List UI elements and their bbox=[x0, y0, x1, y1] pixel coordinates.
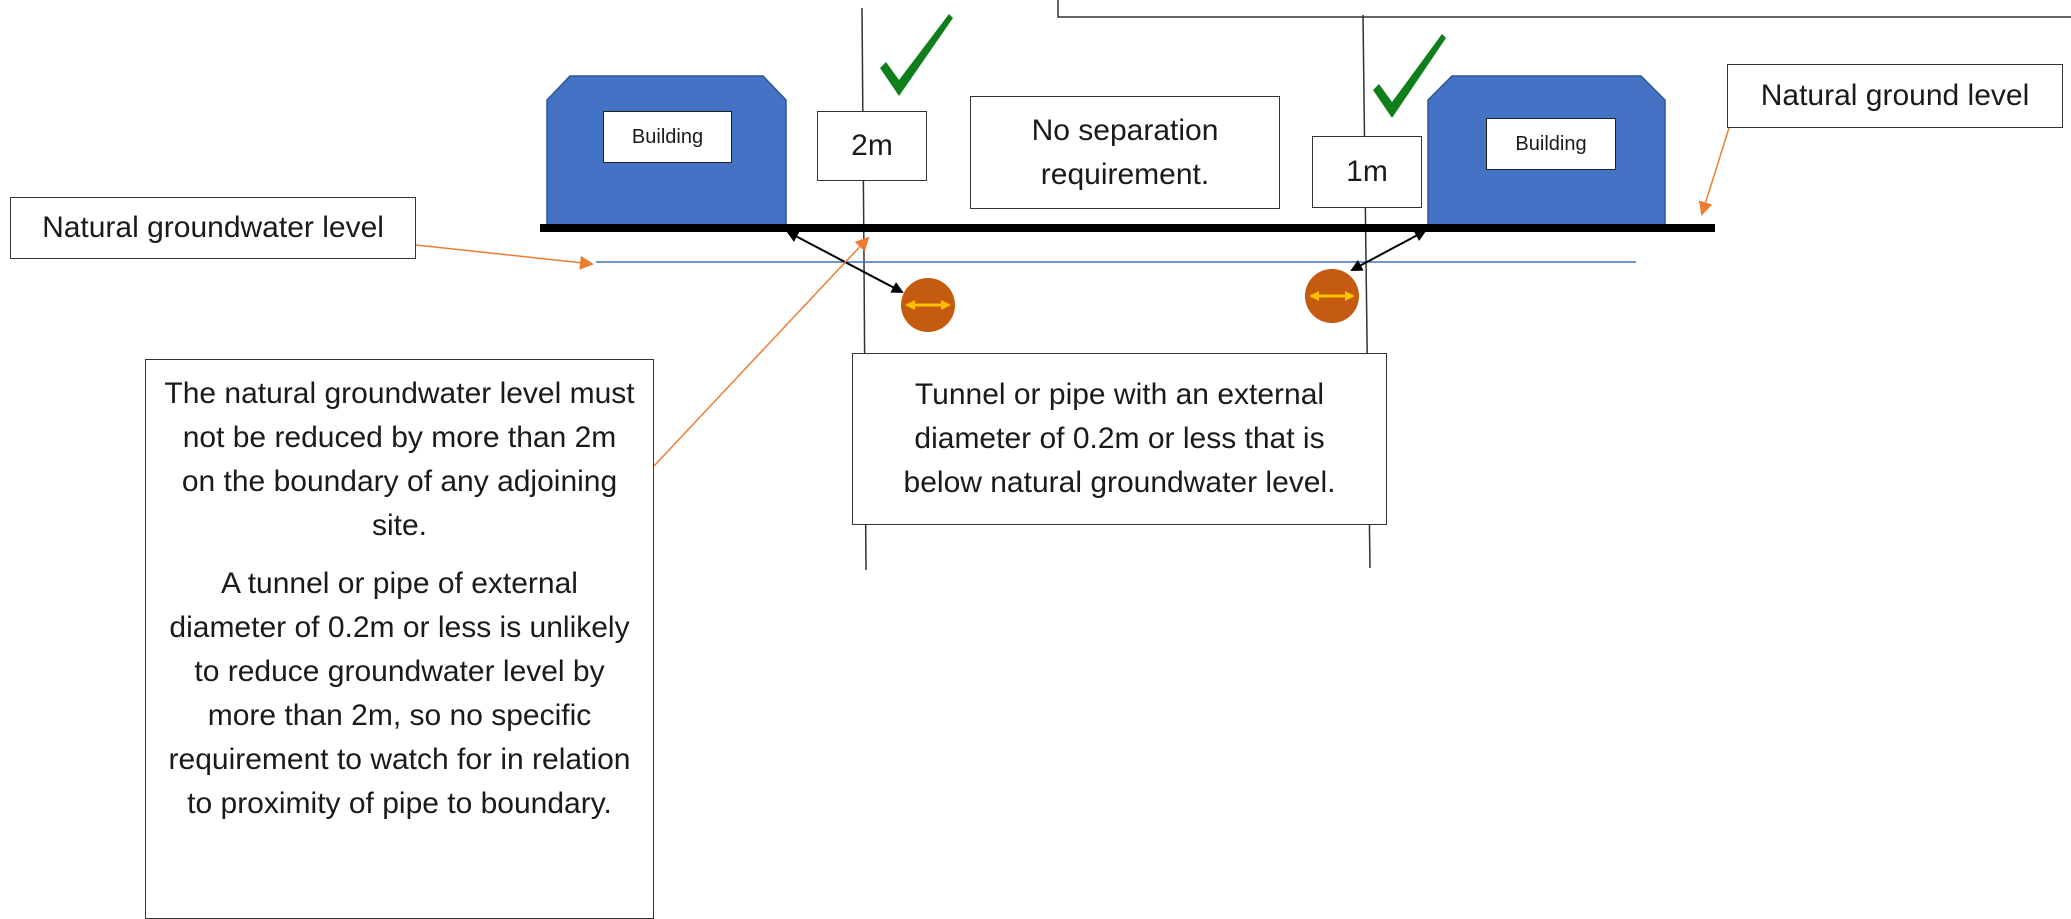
natural-groundwater-level-label: Natural groundwater level bbox=[10, 197, 416, 259]
pointer-ground-level bbox=[1698, 127, 1730, 216]
pointer-groundwater-note bbox=[653, 236, 870, 467]
no-separation-label: No separation requirement. bbox=[970, 96, 1280, 209]
groundwater-note: The natural groundwater level must not b… bbox=[145, 359, 654, 919]
pointer-groundwater-level bbox=[415, 244, 594, 270]
top-frame-line bbox=[1057, 0, 2071, 18]
pipe-callout: Tunnel or pipe with an external diameter… bbox=[852, 353, 1387, 525]
building-label-right: Building bbox=[1486, 118, 1616, 170]
building-label-left: Building bbox=[603, 111, 732, 163]
checkmark-icon bbox=[880, 14, 953, 96]
natural-ground-level-label: Natural ground level bbox=[1727, 64, 2063, 128]
dimension-label-1m: 1m bbox=[1312, 136, 1422, 208]
distance-arrow-right bbox=[1350, 230, 1427, 271]
groundwater-note-para-2: A tunnel or pipe of external diameter of… bbox=[168, 567, 631, 820]
groundwater-note-para-1: The natural groundwater level must not b… bbox=[164, 377, 635, 542]
dimension-label-2m: 2m bbox=[817, 111, 927, 181]
pipe-icon bbox=[901, 278, 955, 332]
checkmark-icon bbox=[1373, 34, 1446, 118]
pipe-icon bbox=[1305, 269, 1359, 323]
